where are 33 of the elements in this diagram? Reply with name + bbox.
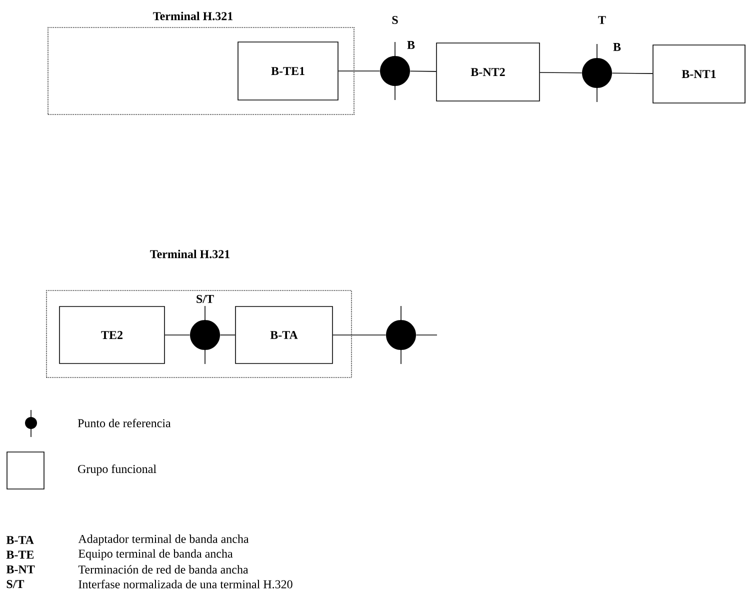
connector-line: [416, 334, 438, 336]
point-label: B: [406, 40, 416, 50]
functional-box: B-TA: [235, 306, 333, 364]
reference-point: [386, 306, 416, 364]
abbreviation: S/T: [6, 580, 24, 588]
connector-line: [164, 334, 190, 336]
node-label: Terminal H.321: [150, 250, 230, 258]
reference-point: [582, 44, 612, 102]
abbreviation: B-TE: [6, 550, 34, 559]
functional-box: B-NT1: [652, 44, 746, 104]
functional-box: B-NT2: [436, 42, 540, 102]
point-label: S: [390, 14, 400, 26]
abbreviation: B-TA: [6, 536, 34, 544]
reference-point: [190, 306, 220, 364]
definition: Interfase normalizada de una terminal H.320: [78, 580, 292, 588]
point-label: B: [612, 42, 622, 52]
connector-line: [338, 70, 380, 72]
point-label: S/T: [195, 294, 216, 304]
definition: Equipo terminal de banda ancha: [78, 549, 233, 560]
legend-text: Grupo funcional: [78, 464, 156, 476]
point-label: T: [597, 15, 607, 25]
definition: Adaptador terminal de banda ancha: [78, 534, 249, 546]
connector-line: [540, 72, 582, 74]
abbreviation: B-NT: [6, 565, 35, 574]
functional-box: B-TE1: [238, 42, 338, 100]
functional-box: TE2: [59, 306, 165, 364]
legend-text: Punto de referencia: [78, 418, 171, 428]
connector-line: [612, 72, 653, 74]
definition: Terminación de red de banda ancha: [78, 565, 248, 574]
connector-line: [220, 334, 236, 336]
connector-line: [332, 334, 386, 336]
connector-line: [410, 70, 436, 72]
node-label: Terminal H.321: [153, 12, 233, 20]
